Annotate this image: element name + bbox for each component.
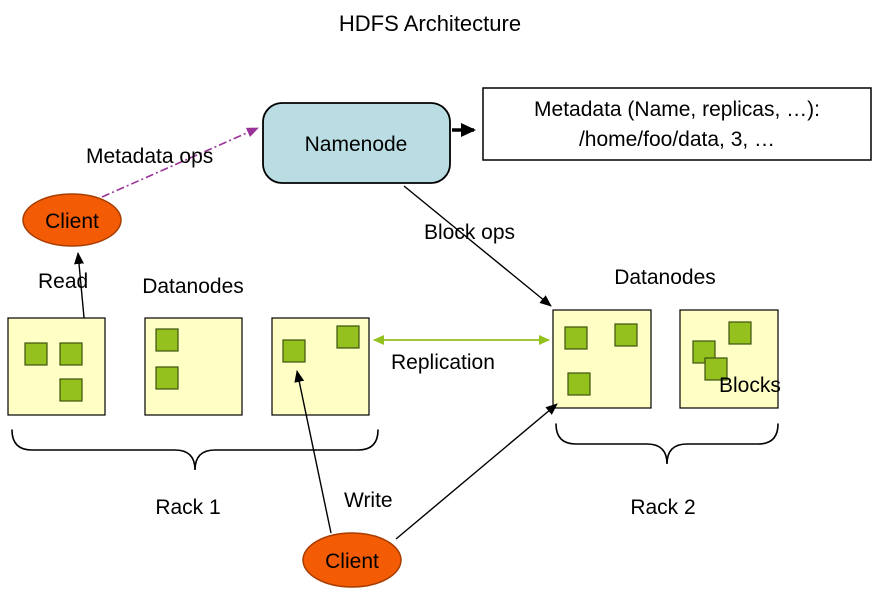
metadata-box-line1: Metadata (Name, replicas, …):: [534, 98, 820, 121]
datanode-1-blocks: [24, 342, 83, 402]
read-label: Read: [38, 270, 88, 293]
metadata-box-line2: /home/foo/data, 3, …: [579, 128, 775, 151]
block: [564, 326, 588, 350]
datanode-2-blocks: [155, 328, 179, 390]
block: [567, 372, 591, 396]
block: [24, 342, 48, 366]
block: [614, 323, 638, 347]
client-top-ellipse: [22, 193, 122, 247]
block-ops-arrow: [403, 185, 552, 307]
block: [155, 328, 179, 352]
datanodes-left-label: Datanodes: [142, 275, 244, 298]
blocks-label: Blocks: [719, 374, 781, 397]
namenode-label: Namenode: [305, 133, 408, 156]
datanode-4-blocks: [564, 323, 638, 396]
block: [59, 342, 83, 366]
rack2-label: Rack 2: [630, 496, 695, 519]
rack1-brace: [11, 429, 379, 471]
datanodes-right-label: Datanodes: [614, 266, 716, 289]
datanode-3-blocks: [282, 325, 360, 363]
client-top-label: Client: [45, 210, 99, 233]
block: [282, 339, 306, 363]
block: [336, 325, 360, 349]
rack2-brace: [555, 423, 779, 465]
datanode-box-1: [7, 317, 106, 416]
write-arrow-rack1: [294, 370, 332, 534]
client-bottom-label: Client: [325, 550, 379, 573]
replication-label: Replication: [391, 351, 495, 374]
block-ops-label: Block ops: [424, 221, 515, 244]
metadata-ops-arrow: [101, 127, 259, 198]
block: [59, 378, 83, 402]
block: [155, 366, 179, 390]
rack1-label: Rack 1: [155, 496, 220, 519]
write-arrow-rack2: [395, 403, 558, 540]
metadata-ops-label: Metadata ops: [86, 145, 213, 168]
namenode-box: [262, 102, 451, 184]
client-bottom-ellipse: [302, 532, 402, 588]
write-label: Write: [344, 489, 393, 512]
datanode-5-blocks: [692, 321, 752, 381]
block: [704, 357, 728, 381]
metadata-box: [482, 87, 872, 161]
block: [728, 321, 752, 345]
diagram-title: HDFS Architecture: [339, 11, 521, 36]
